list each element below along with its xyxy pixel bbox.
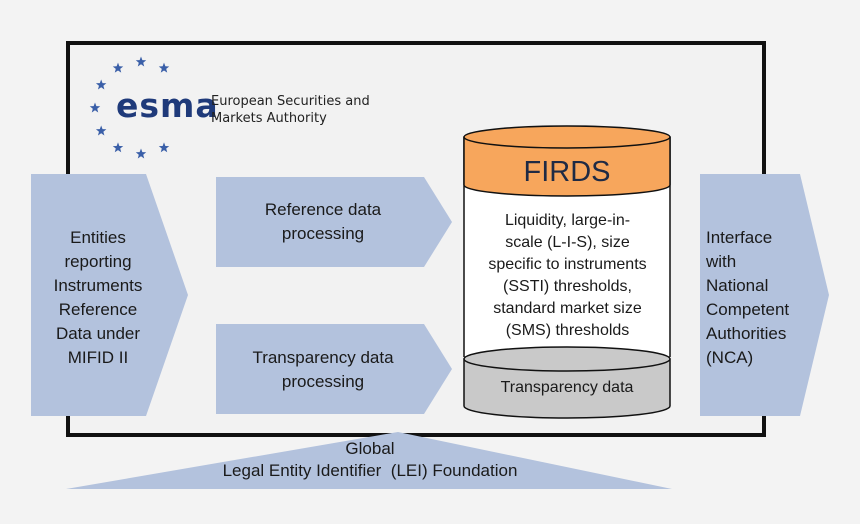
firds-bottom-cap (463, 346, 671, 372)
esma-subtitle: European Securities and Markets Authorit… (211, 93, 370, 127)
transparency-data-label: Transparency data (500, 379, 634, 396)
nca-line: (NCA) (706, 348, 754, 367)
nca-interface-text: Interface with National Competent Author… (706, 226, 816, 370)
entities-text: Entities reporting Instruments Reference… (28, 226, 168, 370)
firds-body-text: Liquidity, large-in- scale (L-I-S), size… (470, 210, 665, 342)
entities-line: Entities (70, 228, 126, 247)
firds-body-line: scale (L-I-S), size (505, 234, 630, 251)
firds-body-line: standard market size (493, 300, 642, 317)
entities-line: reporting (64, 252, 132, 271)
esma-wordmark: esma (116, 86, 219, 125)
nca-arrow (700, 174, 829, 416)
lei-foundation-triangle (66, 432, 672, 489)
reference-processing-arrow (216, 177, 452, 267)
esma-subtitle-line1: European Securities and (211, 94, 370, 109)
star-icon (112, 142, 124, 153)
firds-body-line: (SSTI) thresholds, (503, 278, 632, 295)
entities-line: Data under (55, 324, 141, 343)
transparency-processing-arrow (216, 324, 452, 414)
transparency-processing-line: processing (281, 372, 365, 391)
reference-processing-line: processing (281, 224, 365, 243)
firds-cylinder (463, 125, 671, 419)
lei-line: Legal Entity Identifier (LEI) Foundation (222, 461, 518, 480)
firds-body-line: specific to instruments (488, 256, 647, 273)
nca-line: Competent (706, 300, 790, 319)
nca-line: National (706, 276, 769, 295)
entities-arrow (31, 174, 188, 416)
firds-top-band (463, 136, 671, 197)
entities-line: MIFID II (67, 348, 129, 367)
firds-title: FIRDS (523, 156, 611, 188)
reference-processing-text: Reference data processing (218, 198, 428, 246)
lei-line: Global (345, 439, 395, 458)
entities-line: Reference (58, 300, 138, 319)
esma-stars-icon (89, 56, 170, 159)
firds-top-cap (463, 125, 671, 149)
firds-body-line: (SMS) thresholds (505, 322, 630, 339)
firds-body-line: Liquidity, large-in- (504, 212, 631, 229)
star-icon (158, 62, 170, 73)
entities-line: Instruments (53, 276, 143, 295)
star-icon (135, 56, 147, 67)
transparency-processing-text: Transparency data processing (218, 346, 428, 394)
transparency-processing-line: Transparency data (252, 348, 394, 367)
star-icon (158, 142, 170, 153)
nca-line: Authorities (706, 324, 787, 343)
star-icon (95, 79, 107, 90)
star-icon (89, 102, 101, 113)
reference-processing-line: Reference data (264, 200, 382, 219)
star-icon (112, 62, 124, 73)
esma-subtitle-line2: Markets Authority (211, 111, 327, 126)
star-icon (95, 125, 107, 136)
lei-foundation-text: Global Legal Entity Identifier (LEI) Fou… (70, 438, 670, 482)
nca-line: Interface (706, 228, 773, 247)
firds-bottom-band (463, 358, 671, 419)
nca-line: with (706, 252, 737, 271)
star-icon (135, 148, 147, 159)
